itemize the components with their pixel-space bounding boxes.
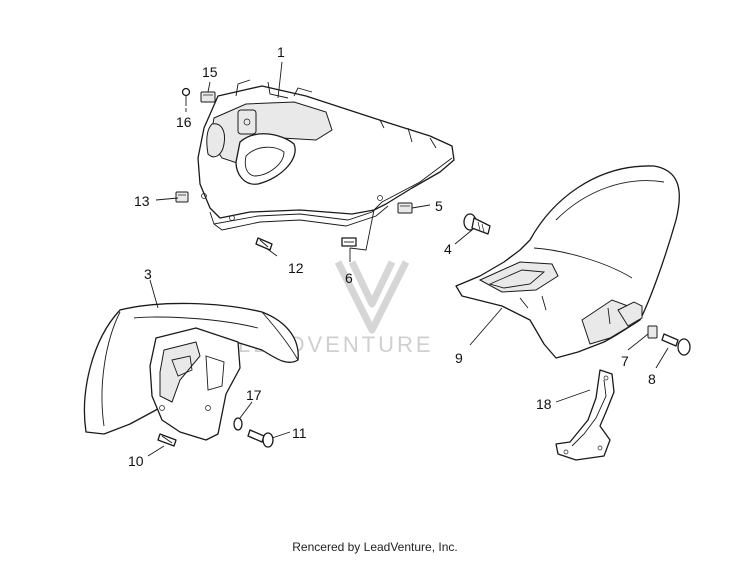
- fastener-12-screw: [255, 237, 273, 251]
- leader-lines: [147, 61, 669, 457]
- fastener-5-clip: [397, 202, 413, 214]
- callout-4: 4: [444, 241, 452, 257]
- callout-7: 7: [621, 353, 629, 369]
- fastener-16-screw: [181, 87, 191, 106]
- callout-1: 1: [277, 44, 285, 60]
- part-front-inner-cover: [197, 79, 455, 231]
- fastener-17-washer: [233, 417, 243, 431]
- callout-3: 3: [144, 266, 152, 282]
- callout-9: 9: [455, 350, 463, 366]
- fastener-8-bolt: [661, 333, 691, 356]
- part-rear-fender: [455, 165, 680, 359]
- fastener-11-bolt: [247, 429, 274, 448]
- part-front-fender: [83, 302, 299, 441]
- callout-15: 15: [202, 64, 218, 80]
- callout-17: 17: [246, 387, 262, 403]
- fastener-13-clip: [175, 191, 189, 203]
- watermark-logo-mark: [334, 260, 410, 334]
- callout-11: 11: [292, 425, 307, 441]
- callout-10: 10: [128, 453, 144, 469]
- fastener-6-screw: [341, 237, 357, 247]
- callout-18: 18: [536, 396, 552, 412]
- fastener-15-clip: [200, 91, 216, 103]
- fastener-7-nut: [647, 325, 658, 339]
- fastener-4-bolt: [463, 213, 491, 235]
- callout-8: 8: [648, 371, 656, 387]
- callout-12: 12: [288, 260, 304, 276]
- fastener-10-screw: [157, 433, 177, 447]
- callout-6: 6: [345, 270, 353, 286]
- callout-16: 16: [176, 114, 192, 130]
- part-bracket: [555, 369, 615, 461]
- footer-credit: Rencered by LeadVenture, Inc.: [292, 540, 458, 554]
- callout-5: 5: [435, 198, 443, 214]
- callout-13: 13: [134, 193, 150, 209]
- callout-numbers: 1 3 4 5 6 7 8 9 10 11 12 13 15 16 17 18: [128, 44, 656, 469]
